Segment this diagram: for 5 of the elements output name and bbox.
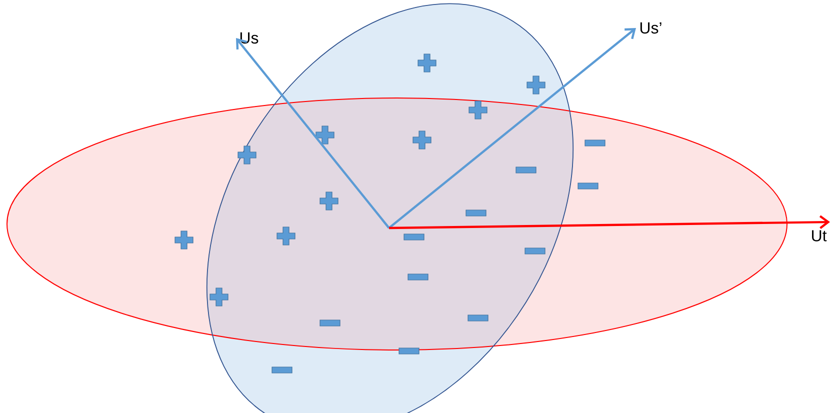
axis-label: Ut	[812, 230, 827, 242]
arrow	[388, 215, 830, 230]
axis-label: Us’	[640, 22, 662, 34]
arrow	[236, 38, 390, 229]
arrow	[388, 28, 636, 229]
